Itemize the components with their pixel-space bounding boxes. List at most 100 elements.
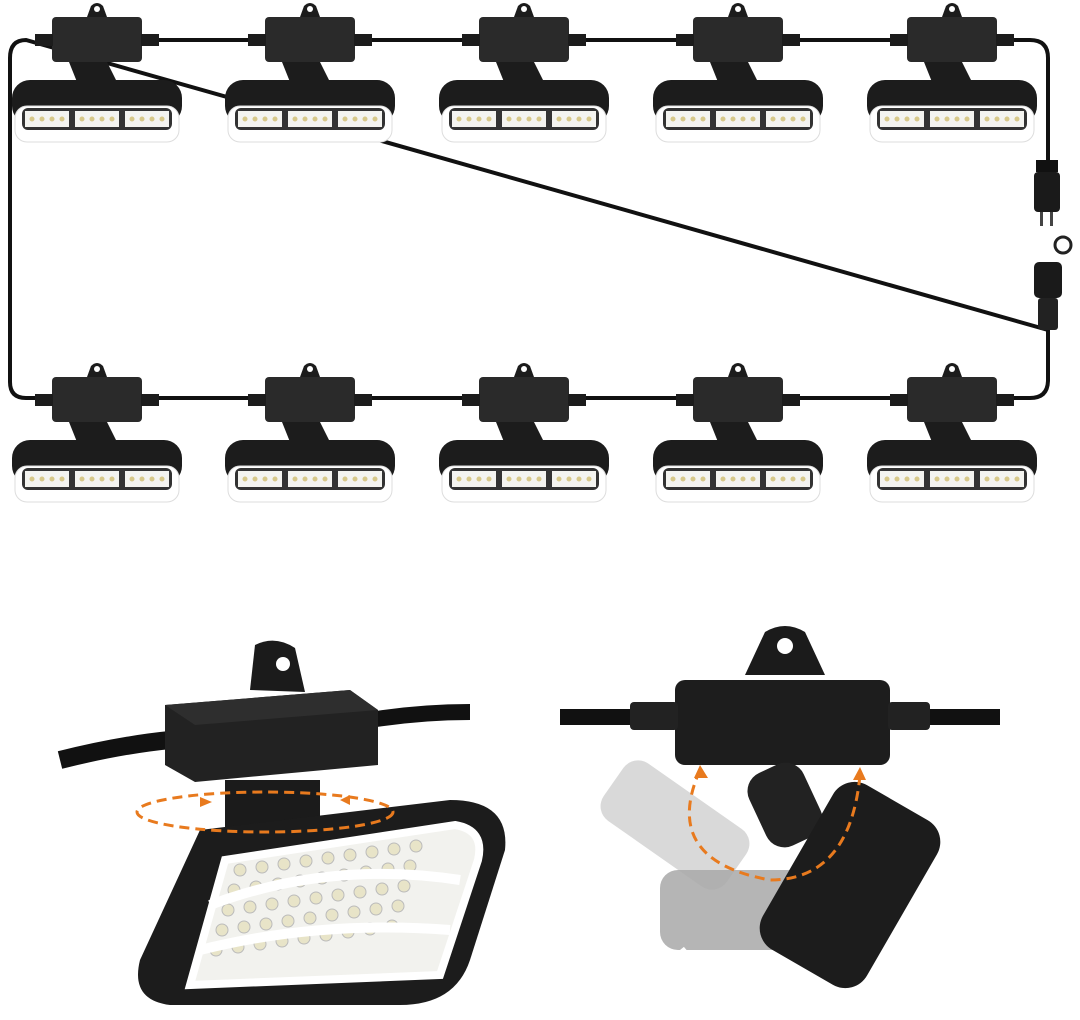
led [964,116,970,122]
led [750,476,756,482]
led [372,476,378,482]
led [904,476,910,482]
string-lamp [225,3,395,143]
led [680,116,686,122]
led [690,116,696,122]
led [89,116,95,122]
led [516,476,522,482]
led [292,476,298,482]
string-lamp [867,363,1037,503]
led [39,116,45,122]
led [894,116,900,122]
led [129,476,135,482]
rotate-vertical-arrow-icon [687,769,862,882]
led [139,476,145,482]
led [49,116,55,122]
led [242,116,248,122]
led [343,848,357,862]
led [362,476,368,482]
led [353,885,367,899]
led [954,476,960,482]
led [375,882,389,896]
led [352,116,358,122]
led [720,476,726,482]
lamp-closeup-rotation [560,626,1000,997]
led [456,476,462,482]
led [780,116,786,122]
led [730,476,736,482]
led [700,476,706,482]
led [526,116,532,122]
led [984,476,990,482]
led [352,476,358,482]
string-lamp [653,3,823,143]
led [252,476,258,482]
led [750,116,756,122]
led [944,116,950,122]
led [536,476,542,482]
led [262,116,268,122]
led [944,476,950,482]
led [387,842,401,856]
power-plug-icon [1034,160,1060,226]
led [272,116,278,122]
led [139,116,145,122]
led [49,476,55,482]
led [690,476,696,482]
led [221,903,235,917]
led [466,476,472,482]
led [740,116,746,122]
led [720,116,726,122]
led [262,476,268,482]
led [149,476,155,482]
led [506,116,512,122]
led [29,476,35,482]
led [365,845,379,859]
led [89,476,95,482]
led [984,116,990,122]
led [566,476,572,482]
led [586,476,592,482]
led [476,116,482,122]
led [800,476,806,482]
led [243,900,257,914]
led [287,894,301,908]
lamp-closeup-swivel [57,640,506,1005]
led [302,476,308,482]
led [265,897,279,911]
led [730,116,736,122]
led [964,476,970,482]
led [486,116,492,122]
led [586,116,592,122]
led [255,860,269,874]
led [566,116,572,122]
led [233,863,247,877]
led [252,116,258,122]
led [362,116,368,122]
led [109,116,115,122]
led [129,116,135,122]
led [576,116,582,122]
string-lamp [439,3,609,143]
led [456,116,462,122]
led [309,891,323,905]
led [1004,476,1010,482]
led [59,476,65,482]
led [884,116,890,122]
led [299,854,313,868]
led [79,476,85,482]
led [556,476,562,482]
led [312,476,318,482]
led [272,476,278,482]
led [372,116,378,122]
led [347,905,361,919]
string-lamp [653,363,823,503]
led [369,902,383,916]
led [302,116,308,122]
led [59,116,65,122]
led [159,476,165,482]
led [884,476,890,482]
led [277,857,291,871]
led [486,476,492,482]
